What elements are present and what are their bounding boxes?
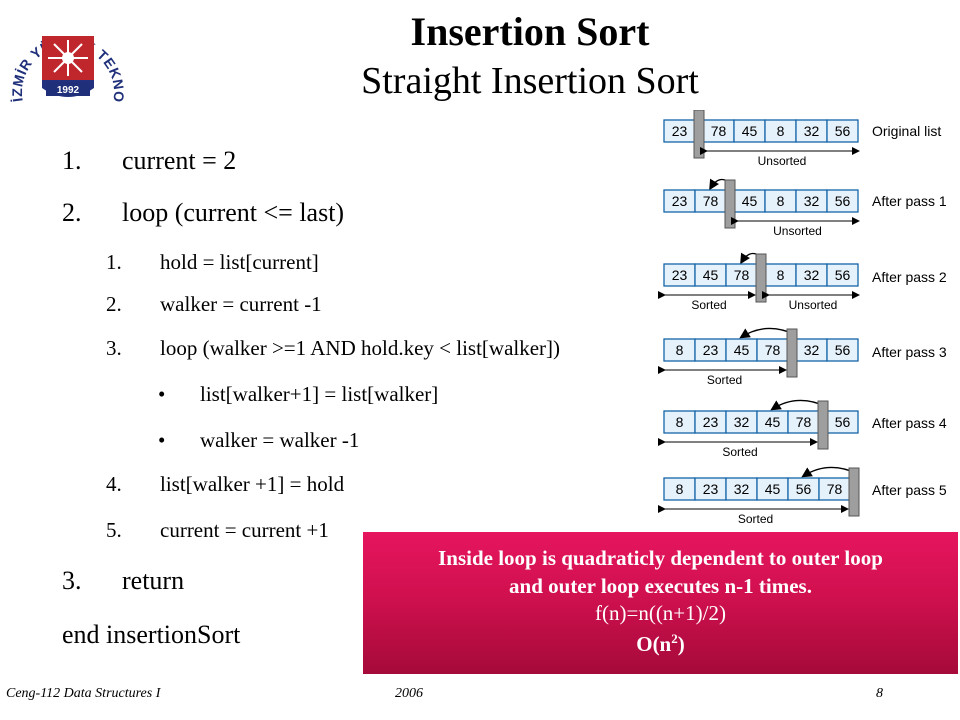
cell-value: 8 — [777, 193, 785, 209]
cell-value: 56 — [835, 414, 851, 430]
line-number: 3. — [62, 566, 82, 595]
footer-course: Ceng-112 Data Structures I — [6, 686, 161, 701]
cell-value: 78 — [711, 123, 727, 139]
big-o-base: O(n — [636, 632, 672, 656]
sorted-label: Sorted — [722, 445, 757, 459]
cell-value: 45 — [734, 342, 750, 358]
line-number: 2. — [106, 292, 122, 316]
cell-value: 23 — [672, 123, 688, 139]
pass-label: Original list — [872, 123, 942, 139]
unsorted-label: Unsorted — [758, 154, 807, 168]
cell-value: 8 — [777, 123, 785, 139]
cell-value: 23 — [672, 267, 688, 283]
algorithm-line: list[walker +1] = hold — [160, 472, 345, 496]
cell-value: 23 — [672, 193, 688, 209]
cell-value: 56 — [835, 123, 851, 139]
cell-value: 8 — [676, 414, 684, 430]
pass-label: After pass 2 — [872, 269, 947, 285]
logo-year: 1992 — [57, 85, 80, 96]
unsorted-label: Unsorted — [789, 298, 838, 312]
cell-value: 32 — [804, 123, 820, 139]
cell-value: 56 — [835, 342, 851, 358]
callout-line-2: and outer loop executes n-1 times. — [509, 574, 812, 598]
wall-marker — [724, 179, 736, 229]
unsorted-label: Unsorted — [773, 224, 822, 238]
cell-value: 56 — [835, 267, 851, 283]
wall-marker — [848, 467, 860, 517]
callout-formula: f(n)=n((n+1)/2) — [595, 601, 726, 625]
algorithm-line: loop (walker >=1 AND hold.key < list[wal… — [160, 336, 561, 360]
list-cell — [826, 263, 859, 287]
cell-value: 78 — [796, 414, 812, 430]
cell-value: 78 — [703, 193, 719, 209]
footer-page: 8 — [876, 686, 883, 701]
big-o-exponent: 2 — [671, 631, 678, 646]
list-cell — [826, 119, 859, 143]
cell-value: 78 — [765, 342, 781, 358]
pass-label: After pass 3 — [872, 344, 947, 360]
sorted-label: Sorted — [707, 373, 742, 387]
cell-value: 23 — [703, 481, 719, 497]
cell-value: 8 — [777, 267, 785, 283]
cell-value: 45 — [742, 123, 758, 139]
cell-value: 45 — [742, 193, 758, 209]
algorithm-line: list[walker+1] = list[walker] — [200, 382, 439, 406]
algorithm-line: end insertionSort — [62, 620, 241, 649]
line-number: 5. — [106, 518, 122, 542]
line-number: 2. — [62, 198, 82, 227]
complexity-callout: Inside loop is quadraticly dependent to … — [363, 532, 958, 674]
algorithm-line: loop (current <= last) — [122, 198, 345, 227]
pass-label: After pass 1 — [872, 193, 947, 209]
institute-logo: İZMİR YÜKSEK TEKNOLOJİ ENSTİTÜSÜ 1992 — [8, 2, 127, 124]
slide-title: Insertion Sort — [410, 9, 650, 54]
big-o-close: ) — [677, 632, 685, 656]
bullet: • — [158, 382, 166, 406]
cell-value: 45 — [765, 481, 781, 497]
cell-value: 56 — [835, 193, 851, 209]
line-number: 4. — [106, 472, 122, 496]
line-number: 1. — [106, 250, 122, 274]
algorithm-line: current = 2 — [122, 146, 237, 175]
cell-value: 32 — [804, 267, 820, 283]
wall-marker — [817, 400, 829, 450]
cell-value: 32 — [804, 193, 820, 209]
algorithm-line: hold = list[current] — [160, 250, 319, 274]
cell-value: 23 — [703, 342, 719, 358]
callout-line-1: Inside loop is quadraticly dependent to … — [438, 546, 883, 570]
wall-marker — [786, 328, 798, 378]
cell-value: 32 — [804, 342, 820, 358]
pass-label: After pass 4 — [872, 415, 947, 431]
cell-value: 45 — [703, 267, 719, 283]
cell-value: 23 — [703, 414, 719, 430]
footer-year: 2006 — [395, 686, 423, 701]
algorithm-line: current = current +1 — [160, 518, 329, 542]
line-number: 3. — [106, 336, 122, 360]
callout-big-o: O(n2) — [363, 626, 958, 657]
algorithm-line: return — [122, 566, 185, 595]
cell-value: 32 — [734, 414, 750, 430]
list-cell — [826, 189, 859, 213]
cell-value: 45 — [765, 414, 781, 430]
pass-label: After pass 5 — [872, 482, 947, 498]
sorted-label: Sorted — [738, 512, 773, 526]
wall-marker — [755, 253, 767, 303]
cell-value: 78 — [734, 267, 750, 283]
cell-value: 8 — [676, 481, 684, 497]
slide-subtitle: Straight Insertion Sort — [361, 60, 699, 102]
line-number: 1. — [62, 146, 82, 175]
bullet: • — [158, 428, 166, 452]
algorithm-line: walker = walker -1 — [200, 428, 360, 452]
cell-value: 32 — [734, 481, 750, 497]
cell-value: 56 — [796, 481, 812, 497]
wall-marker — [693, 110, 705, 159]
sorted-label: Sorted — [691, 298, 726, 312]
algorithm-line: walker = current -1 — [160, 292, 322, 316]
cell-value: 8 — [676, 342, 684, 358]
list-cell — [826, 338, 859, 362]
cell-value: 78 — [827, 481, 843, 497]
